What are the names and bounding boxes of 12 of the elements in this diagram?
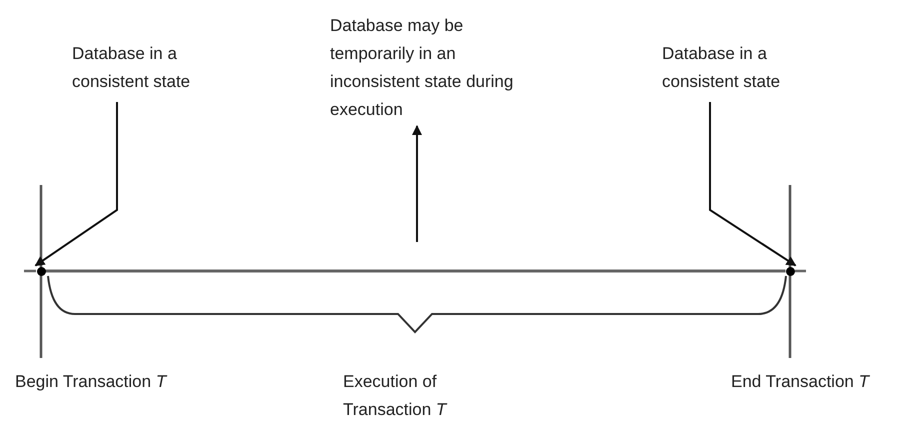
annotation-text: Database may be temporarily in an inconsistent state during execution xyxy=(330,15,514,121)
annotation-text: Database in a consistent state xyxy=(72,43,192,93)
event-label: End Transaction T xyxy=(731,371,871,393)
timeline xyxy=(46,270,786,272)
timeline-point xyxy=(36,266,46,276)
event-label: Begin Transaction T xyxy=(15,371,168,393)
arrow xyxy=(709,102,796,266)
arrow xyxy=(412,125,422,242)
arrow xyxy=(34,102,118,266)
timeline-point xyxy=(786,266,794,276)
event-label: Execution of Transaction T xyxy=(343,371,448,421)
annotation-text: Database in a consistent state xyxy=(662,43,782,93)
